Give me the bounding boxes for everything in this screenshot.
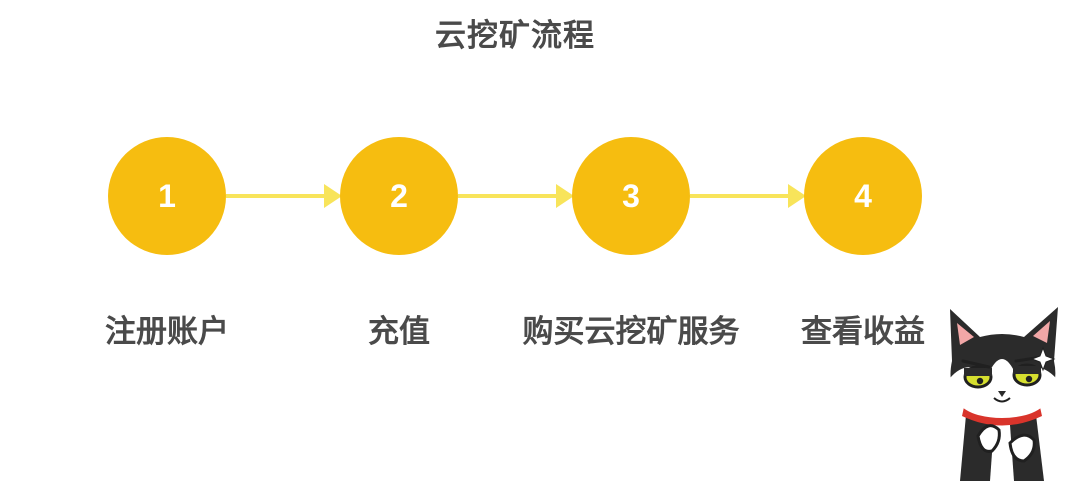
step-1-number: 1 [158, 177, 176, 214]
step-1-label: 注册账户 [105, 314, 229, 350]
step-2-number: 2 [390, 177, 408, 214]
step-1-circle: 1 [108, 137, 226, 255]
arrow-1-to-2 [226, 184, 342, 208]
step-3-label: 购买云挖矿服务 [522, 314, 740, 350]
step-2-label: 充值 [368, 314, 430, 350]
arrow-3-to-4 [690, 184, 806, 208]
step-2-circle: 2 [340, 137, 458, 255]
step-4-number: 4 [854, 177, 872, 214]
arrow-2-to-3 [458, 184, 574, 208]
cat-mascot-icon [950, 307, 1058, 481]
step-3-number: 3 [622, 177, 640, 214]
step-4-circle: 4 [804, 137, 922, 255]
step-4-label: 查看收益 [801, 314, 925, 350]
step-3-circle: 3 [572, 137, 690, 255]
page-title: 云挖矿流程 [435, 18, 595, 54]
